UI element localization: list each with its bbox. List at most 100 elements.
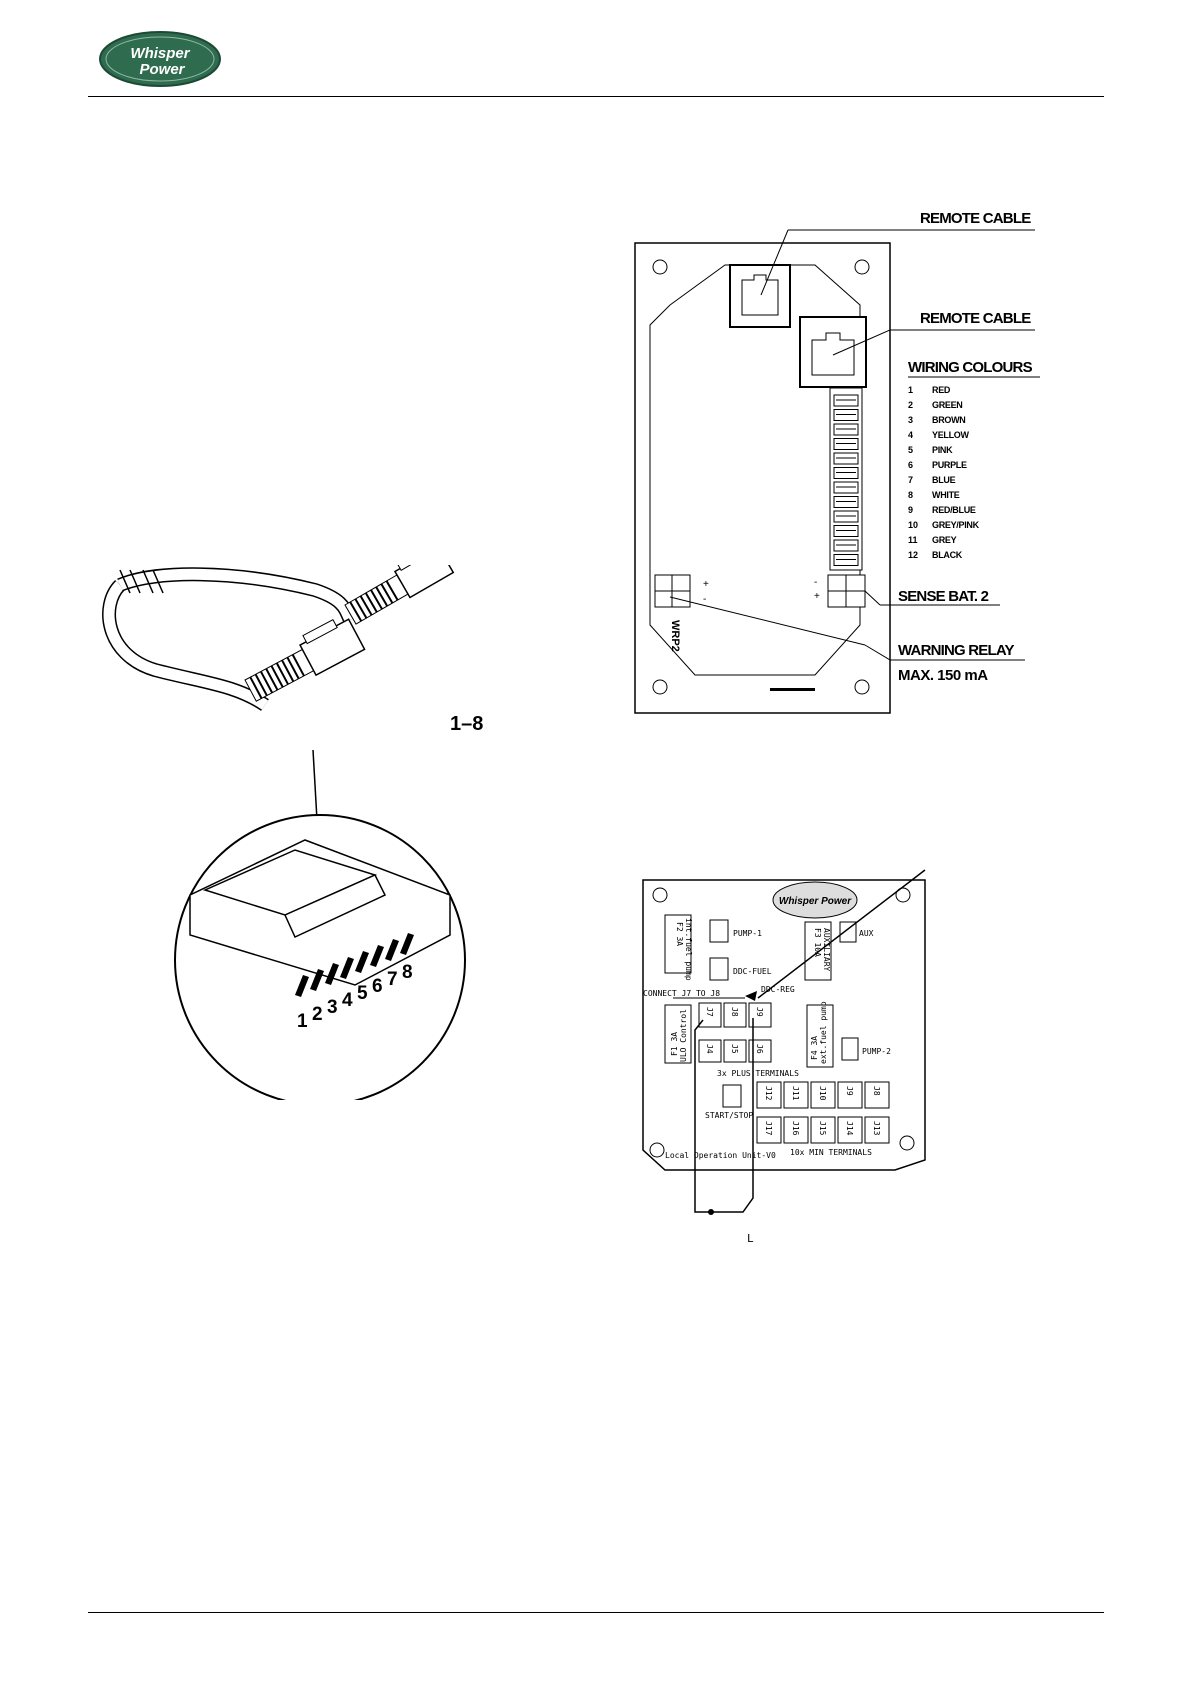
wiring-colour: BLACK bbox=[932, 550, 963, 560]
logo-line2: Power bbox=[139, 61, 185, 78]
terminal-label: J9 bbox=[755, 1007, 764, 1017]
terminal-block bbox=[864, 1116, 890, 1144]
max-current-label: MAX. 150 mA bbox=[898, 667, 988, 684]
wiring-colour: PURPLE bbox=[932, 460, 967, 470]
terminal-label: J5 bbox=[730, 1044, 739, 1054]
local-operation-label: Local Operation Unit-V0 bbox=[665, 1151, 776, 1160]
local-unit-figure: Whisper Power F2 3A int.fuel pump PUMP-1… bbox=[635, 860, 935, 1250]
aux-label: AUX bbox=[859, 929, 874, 938]
wiring-colour: GREEN bbox=[932, 400, 963, 410]
wiring-number: 5 bbox=[908, 445, 913, 455]
wiring-colour: RED bbox=[932, 385, 951, 395]
terminal-label: J16 bbox=[791, 1121, 800, 1136]
fuse-f3: F3 10A bbox=[813, 928, 822, 957]
terminal-block bbox=[783, 1081, 809, 1109]
pin-range-label: 1–8 bbox=[450, 713, 483, 735]
terminal-label: J17 bbox=[764, 1121, 773, 1136]
min-terminals-label: 10x MIN TERMINALS bbox=[790, 1148, 872, 1157]
wiring-colour: RED/BLUE bbox=[932, 505, 976, 515]
ddc-fuel-label: DDC-FUEL bbox=[733, 967, 772, 976]
wiring-colour: WHITE bbox=[932, 490, 960, 500]
fuse-f1-sub: ULO Control bbox=[679, 1009, 688, 1062]
sense-bat-label: SENSE BAT. 2 bbox=[898, 588, 989, 605]
board-maker-mark bbox=[770, 688, 815, 691]
remote-cable-label-2: REMOTE CABLE bbox=[920, 310, 1031, 327]
terminal-label: J9 bbox=[845, 1086, 854, 1096]
wiring-number: 11 bbox=[908, 535, 918, 545]
cable-figure: 1–8 1 2 3 4 5 6 7 8 bbox=[95, 545, 525, 1106]
terminal-block bbox=[698, 1039, 722, 1063]
pin-number: 5 bbox=[357, 983, 368, 1004]
terminal-block bbox=[837, 1116, 863, 1144]
start-stop-label: START/STOP bbox=[705, 1111, 753, 1120]
logo-line1: Whisper bbox=[130, 45, 190, 62]
ddc-reg-label: DDC-REG bbox=[761, 985, 795, 994]
terminal-label: J6 bbox=[755, 1044, 764, 1054]
wiring-number: 9 bbox=[908, 505, 913, 515]
terminal-block bbox=[698, 1002, 722, 1028]
wiring-colours-title: WIRING COLOURS bbox=[908, 359, 1033, 376]
pin-number: 6 bbox=[372, 976, 383, 997]
wiring-number: 1 bbox=[908, 385, 913, 395]
relay-plus: + bbox=[703, 579, 709, 590]
relay-minus: - bbox=[703, 594, 706, 605]
terminal-label: J14 bbox=[845, 1121, 854, 1136]
wiring-number: 2 bbox=[908, 400, 913, 410]
pin-number: 1 bbox=[297, 1011, 308, 1032]
pump1-label: PUMP-1 bbox=[733, 929, 762, 938]
footer-rule bbox=[88, 1612, 1104, 1613]
terminal-block bbox=[723, 1039, 747, 1063]
fuse-f2-sub: int.fuel pump bbox=[684, 918, 693, 981]
terminal-block bbox=[810, 1081, 836, 1109]
unit-logo-text: Whisper Power bbox=[779, 896, 852, 907]
remote-cable-label-1: REMOTE CABLE bbox=[920, 210, 1031, 227]
wiring-number: 4 bbox=[908, 430, 913, 440]
wiring-number: 3 bbox=[908, 415, 913, 425]
header-rule bbox=[88, 96, 1104, 97]
pin-number: 3 bbox=[327, 997, 338, 1018]
wiring-number: 8 bbox=[908, 490, 913, 500]
board-id: WRP2 bbox=[669, 620, 681, 652]
whisper-power-logo: Whisper Power bbox=[99, 31, 221, 87]
wiring-colour: BLUE bbox=[932, 475, 956, 485]
connect-label: CONNECT J7 TO J8 bbox=[643, 989, 720, 998]
header-logo: Whisper Power bbox=[98, 30, 222, 88]
wiring-colour: PINK bbox=[932, 445, 953, 455]
sense-minus: - bbox=[814, 577, 817, 588]
terminal-label: J11 bbox=[791, 1086, 800, 1101]
wiring-colour: GREY/PINK bbox=[932, 520, 980, 530]
terminal-block bbox=[748, 1002, 772, 1028]
terminal-label: J10 bbox=[818, 1086, 827, 1101]
fuse-f1: F1 3A bbox=[670, 1032, 679, 1056]
pin-numbers: 1 2 3 4 5 6 7 8 bbox=[297, 962, 413, 1032]
wiring-colour: GREY bbox=[932, 535, 957, 545]
fuse-f2: F2 3A bbox=[675, 922, 684, 946]
pump2-label: PUMP-2 bbox=[862, 1047, 891, 1056]
wiring-colour: YELLOW bbox=[932, 430, 970, 440]
terminal-label: J7 bbox=[705, 1007, 714, 1017]
pin-number: 7 bbox=[387, 969, 398, 990]
wiring-number: 12 bbox=[908, 550, 918, 560]
wiring-number: 6 bbox=[908, 460, 913, 470]
pin-number: 8 bbox=[402, 962, 413, 983]
warning-relay-label: WARNING RELAY bbox=[898, 642, 1015, 659]
terminal-block bbox=[783, 1116, 809, 1144]
terminal-label: J13 bbox=[872, 1121, 881, 1136]
wiring-colours-list: 1 RED 2 GREEN 3 BROWN 4 YELLOW 5 PINK 6 PURPLE 7 BLUE… bbox=[908, 385, 980, 560]
pin-number: 4 bbox=[342, 990, 353, 1011]
sense-plus: + bbox=[814, 591, 820, 602]
wiring-number: 7 bbox=[908, 475, 913, 485]
fuse-f3-sub: AUXILIARY bbox=[822, 928, 831, 972]
board-figure: REMOTE CABLE REMOTE CABLE WIRING COLOURS… bbox=[630, 205, 1050, 715]
terminal-block bbox=[756, 1081, 782, 1109]
fuse-f4-sub: ext.fuel pump bbox=[819, 1001, 828, 1064]
pin-number: 2 bbox=[312, 1004, 323, 1025]
wiring-colour: BROWN bbox=[932, 415, 966, 425]
terminal-label: J8 bbox=[872, 1086, 881, 1096]
terminal-block bbox=[748, 1039, 772, 1063]
terminal-label: J8 bbox=[730, 1007, 739, 1017]
terminal-block bbox=[837, 1081, 863, 1109]
wiring-number: 10 bbox=[908, 520, 918, 530]
terminal-block bbox=[723, 1002, 747, 1028]
bottom-mark: L bbox=[747, 1232, 754, 1245]
